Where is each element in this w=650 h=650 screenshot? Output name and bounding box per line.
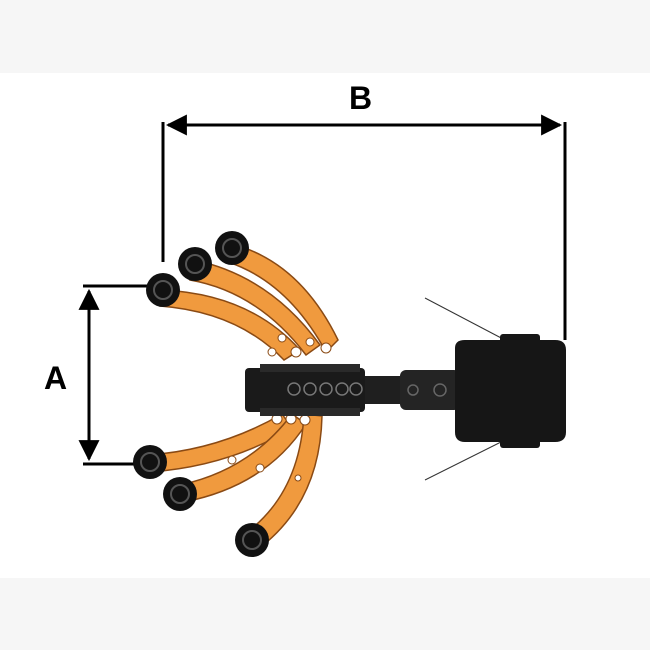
machine-body [455,334,566,448]
upper-arms [159,243,339,361]
bottom-band [0,578,650,650]
dimension-b [161,114,567,340]
dimension-b-label: B [349,80,373,116]
reference-lines [424,297,506,481]
drawbar [365,370,460,410]
lower-arms [147,412,323,548]
dimension-a [78,284,150,466]
upper-arm-details [267,333,332,358]
dimension-a-label: A [44,360,68,396]
central-frame [245,364,365,416]
top-band [0,0,650,73]
wheels [133,231,269,557]
